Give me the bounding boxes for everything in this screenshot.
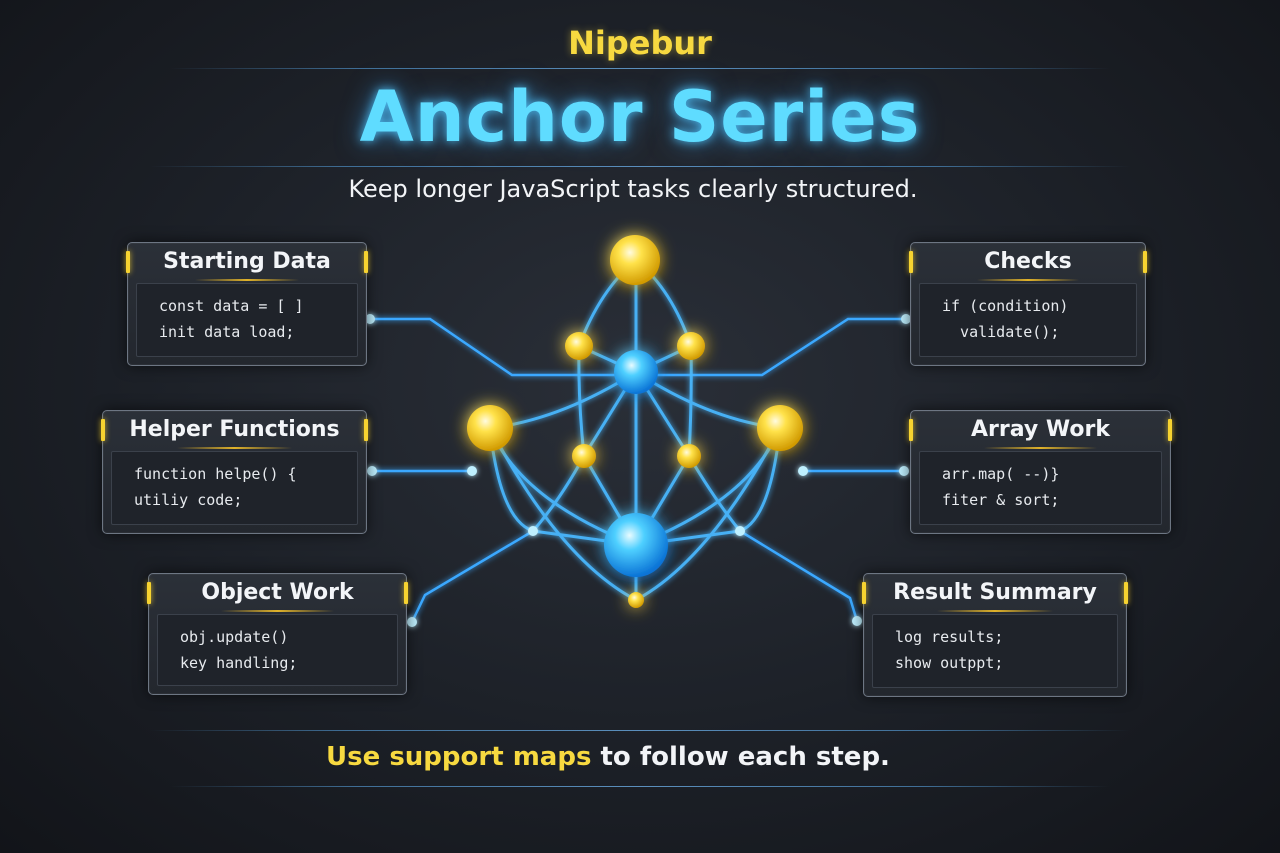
connector-object-work — [410, 529, 534, 623]
code-block: arr.map( --)} fiter & sort; — [919, 451, 1162, 525]
blue-nodes — [604, 350, 668, 577]
code-line: function helpe() { — [134, 465, 297, 483]
brand-name: Nipebur — [568, 24, 712, 62]
card-result-summary: Result Summary log results; show outppt; — [862, 573, 1128, 697]
code-line: obj.update() — [180, 628, 289, 646]
node-upper-left — [565, 332, 593, 360]
node-center — [614, 350, 658, 394]
dot-result-summary — [852, 616, 862, 626]
code-line: log results; — [895, 628, 1004, 646]
node-mid-right — [677, 444, 701, 468]
card-tab-left — [909, 251, 913, 273]
card-tab-right — [364, 251, 368, 273]
footer-tagline: Use support maps to follow each step. — [0, 742, 1216, 772]
code-line: arr.map( --)} — [942, 465, 1060, 483]
code-line: utiliy code; — [134, 491, 243, 509]
card-tab-left — [147, 582, 151, 604]
code-line: const data = [ ] — [159, 297, 304, 315]
code-line: if (condition) — [942, 297, 1069, 315]
card-tab-right — [404, 582, 408, 604]
card-tab-left — [101, 419, 105, 441]
code-block: function helpe() { utiliy code; — [111, 451, 358, 525]
card-starting-data: Starting Data const data = [ ] init data… — [126, 242, 368, 366]
dot-checks — [901, 314, 911, 324]
node-bottom — [628, 592, 644, 608]
dot-helper-right — [467, 466, 477, 476]
card-title: Result Summary — [864, 574, 1126, 612]
page-title: Anchor Series — [359, 76, 921, 158]
card-tab-left — [862, 582, 866, 604]
code-line: key handling; — [180, 654, 298, 672]
code-block: log results; show outppt; — [872, 614, 1118, 688]
dot-object-work — [407, 617, 417, 627]
node-upper-right — [677, 332, 705, 360]
connector-lines — [370, 317, 906, 623]
dot-helper-left — [367, 466, 377, 476]
node-core — [604, 513, 668, 577]
card-title: Starting Data — [128, 243, 366, 281]
connector-result-summary — [739, 529, 859, 622]
card-array-work: Array Work arr.map( --)} fiter & sort; — [909, 410, 1172, 534]
card-object-work: Object Work obj.update() key handling; — [147, 573, 408, 695]
card-tab-right — [1143, 251, 1147, 273]
node-right — [757, 405, 803, 451]
card-title: Object Work — [149, 574, 406, 612]
code-line: show outppt; — [895, 654, 1004, 672]
card-tab-left — [126, 251, 130, 273]
dot-inner-right — [735, 526, 745, 536]
card-tab-left — [909, 419, 913, 441]
node-mid-left — [572, 444, 596, 468]
node-top — [610, 235, 660, 285]
page-subtitle: Keep longer JavaScript tasks clearly str… — [348, 175, 918, 203]
card-title: Helper Functions — [103, 411, 366, 449]
card-title: Checks — [911, 243, 1145, 281]
dot-array-right — [899, 466, 909, 476]
endpoint-dots — [365, 314, 911, 627]
card-helper-functions: Helper Functions function helpe() { util… — [101, 410, 368, 534]
code-block: const data = [ ] init data load; — [136, 283, 358, 357]
card-checks: Checks if (condition) validate(); — [909, 242, 1147, 366]
code-line: init data load; — [159, 323, 295, 341]
card-tab-right — [1168, 419, 1172, 441]
code-block: obj.update() key handling; — [157, 614, 398, 686]
dot-inner-left — [528, 526, 538, 536]
yellow-nodes — [467, 235, 803, 608]
divider-above-footer — [150, 730, 1130, 731]
code-line: fiter & sort; — [942, 491, 1060, 509]
node-left — [467, 405, 513, 451]
dot-array-left — [798, 466, 808, 476]
card-tab-right — [1124, 582, 1128, 604]
connector-starting-data — [370, 317, 636, 377]
footer-rest: to follow each step. — [591, 742, 890, 772]
divider-top — [170, 68, 1110, 69]
connector-checks — [636, 317, 906, 377]
dot-starting-data — [365, 314, 375, 324]
divider-under-title — [150, 166, 1130, 167]
card-title: Array Work — [911, 411, 1170, 449]
code-block: if (condition) validate(); — [919, 283, 1137, 357]
divider-bottom — [170, 786, 1110, 787]
footer-highlight: Use support maps — [326, 742, 592, 772]
code-line: validate(); — [942, 323, 1060, 341]
card-tab-right — [364, 419, 368, 441]
